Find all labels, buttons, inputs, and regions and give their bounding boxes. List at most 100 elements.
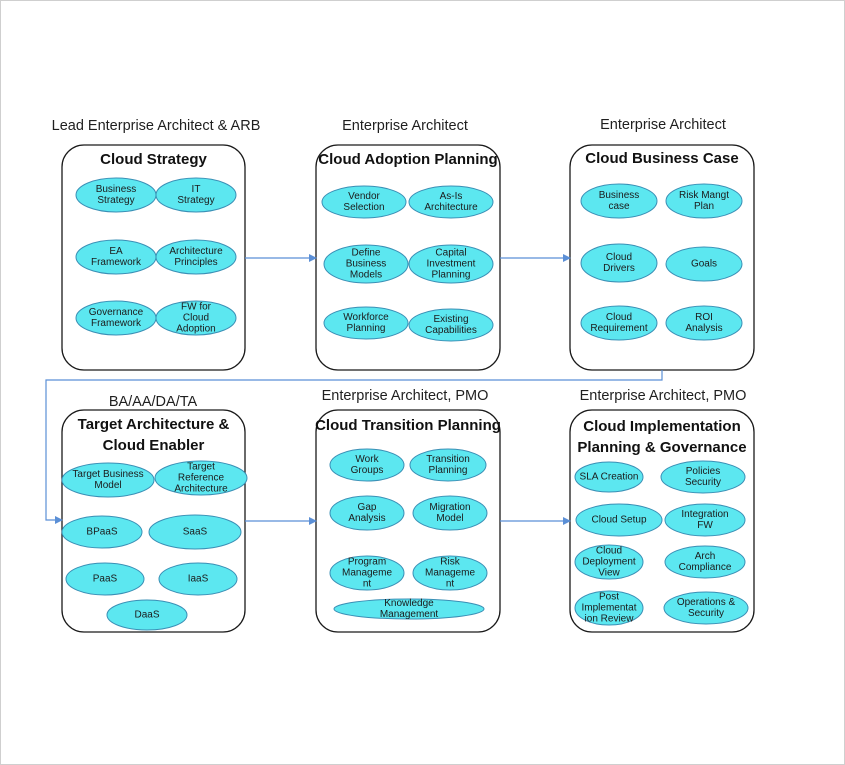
activity-oval-shape [665, 305, 743, 341]
activity-oval: DaaS [106, 599, 188, 631]
stage-title: Cloud Strategy [100, 151, 207, 168]
activity-label-line: Compliance [679, 562, 732, 573]
activity-oval-shape [580, 243, 658, 283]
activity-label-line: Security [688, 608, 724, 619]
activity-label-line: Target Business [72, 469, 143, 480]
activity-oval: SLA Creation [574, 461, 644, 493]
activity-label-line: nt [363, 579, 372, 590]
activity-oval-shape [158, 562, 238, 596]
activity-oval-shape [408, 244, 494, 284]
activity-label-line: Planning [347, 323, 386, 334]
stage-title: Cloud Transition Planning [315, 417, 501, 434]
activity-label-line: Planning [429, 465, 468, 476]
stage-role-label: Enterprise Architect, PMO [580, 388, 747, 404]
activity-label: IaaS [188, 574, 209, 585]
activity-oval-shape [663, 591, 749, 625]
activity-label-line: Model [436, 513, 463, 524]
activity-label: SLA Creation [580, 472, 639, 483]
activity-label-line: Framework [91, 257, 142, 268]
activity-label: PaaS [93, 574, 118, 585]
activity-label-line: Security [685, 477, 721, 488]
stage-title: Target Architecture & [78, 416, 230, 433]
activity-label-line: Governance [89, 307, 144, 318]
stage-4: BA/AA/DA/TA Target Architecture & Cloud En… [61, 394, 248, 633]
activity-label-line: Strategy [177, 195, 214, 206]
stage-role-label: BA/AA/DA/TA [109, 394, 198, 410]
activity-label-line: Framework [91, 318, 142, 329]
activity-label-line: Program [348, 557, 386, 568]
activity-oval-shape [329, 555, 405, 591]
activity-label-line: Manageme [342, 568, 392, 579]
activity-oval-shape [154, 460, 248, 496]
activity-label-line: Plan [694, 201, 714, 212]
activity-label-line: Reference [178, 473, 225, 484]
activity-label-line: Integration [681, 509, 728, 520]
activity-label-line: Transition [426, 454, 470, 465]
activity-label-line: FW for [181, 302, 212, 313]
activity-label-line: Existing [433, 314, 468, 325]
activity-oval-shape [61, 462, 155, 498]
activity-label-line: BPaaS [86, 527, 117, 538]
activity-label-line: Manageme [425, 568, 475, 579]
activity-oval-shape [155, 177, 237, 213]
activity-oval: Goals [665, 246, 743, 282]
activity-oval-shape [412, 495, 488, 531]
activity-label-line: Operations & [677, 597, 736, 608]
activity-label-line: Define [352, 248, 381, 259]
activity-label-line: SLA Creation [580, 472, 639, 483]
stage-title: Planning & Governance [577, 439, 746, 456]
activity-oval-shape [660, 460, 746, 494]
activity-label-line: Business [346, 259, 387, 270]
activity-oval-shape [574, 544, 644, 580]
activity-label-line: Analysis [348, 513, 385, 524]
activity-label-line: Model [94, 480, 121, 491]
activity-oval-shape [409, 448, 487, 482]
stage-role-label: Enterprise Architect [600, 117, 726, 133]
activity-label-line: Cloud [596, 546, 622, 557]
activity-label-line: Cloud [606, 312, 632, 323]
activity-oval-shape [664, 545, 746, 579]
activity-label-line: Models [350, 270, 382, 281]
activity-label-line: Strategy [97, 195, 134, 206]
activity-oval-shape [664, 503, 746, 537]
stage-title: Cloud Enabler [103, 437, 205, 454]
